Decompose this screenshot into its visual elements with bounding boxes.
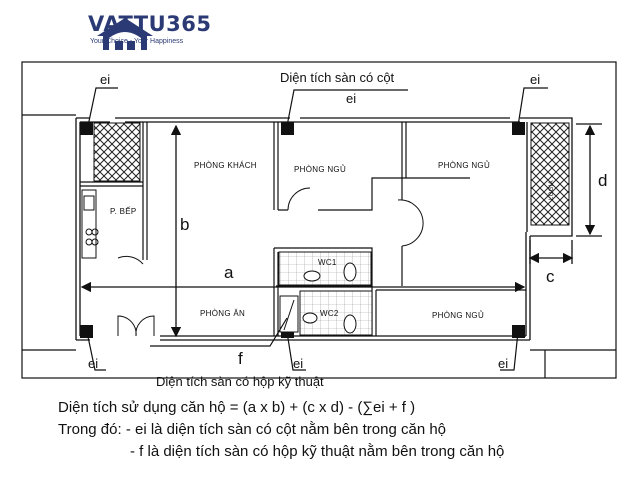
label-dim-c: c: [546, 267, 555, 286]
room-kitchen: P. BẾP: [110, 206, 137, 216]
plan-frame: [21, 61, 617, 379]
room-wc1: WC1: [318, 258, 337, 267]
label-column-area-title: Diện tích sàn có cột: [280, 70, 395, 85]
room-bedroom-1: PHÒNG NGỦ: [294, 165, 346, 174]
label-f: f: [238, 349, 243, 368]
label-e-top-center: ei: [346, 91, 356, 106]
dimension-lines: [80, 123, 602, 338]
label-e-top-right: ei: [530, 72, 540, 87]
room-bedroom-3: PHÒNG NGỦ: [432, 311, 484, 320]
room-dining: PHÒNG ĂN: [200, 309, 245, 318]
wc1-tiles: [278, 251, 372, 286]
formula-line-1: Diện tích sử dụng căn hộ = (a x b) + (c …: [58, 399, 416, 416]
hatched-area-left: [93, 122, 141, 182]
room-logia: LOGIA: [549, 180, 555, 200]
room-wc2: WC2: [320, 309, 339, 318]
brand-logo: [97, 18, 153, 50]
label-e-bottom-center: ei: [293, 356, 303, 371]
label-e-bottom-left: ei: [88, 356, 98, 371]
formula-line-2: Trong đó: - ei là diện tích sàn có cột n…: [58, 421, 447, 438]
brand-tagline: Your Choice - Your Happiness: [90, 38, 184, 45]
brand-name: VATTU365: [88, 12, 212, 36]
doors: [117, 187, 424, 337]
room-living: PHÒNG KHÁCH: [194, 161, 257, 170]
label-e-top-left: ei: [100, 72, 110, 87]
label-dim-d: d: [598, 171, 607, 190]
kitchen-fixtures: [81, 189, 99, 259]
formula-line-3: - f là diện tích sàn có hộp kỹ thuật nằm…: [130, 443, 505, 460]
label-dim-a: a: [224, 263, 234, 282]
room-bedroom-2: PHÒNG NGỦ: [438, 161, 490, 170]
label-shaft-area-title: Diện tích sàn có hộp kỹ thuật: [156, 374, 324, 389]
label-e-bottom-right: ei: [498, 356, 508, 371]
logia: [530, 122, 570, 226]
label-dim-b: b: [180, 215, 189, 234]
leader-lines: [86, 87, 548, 371]
